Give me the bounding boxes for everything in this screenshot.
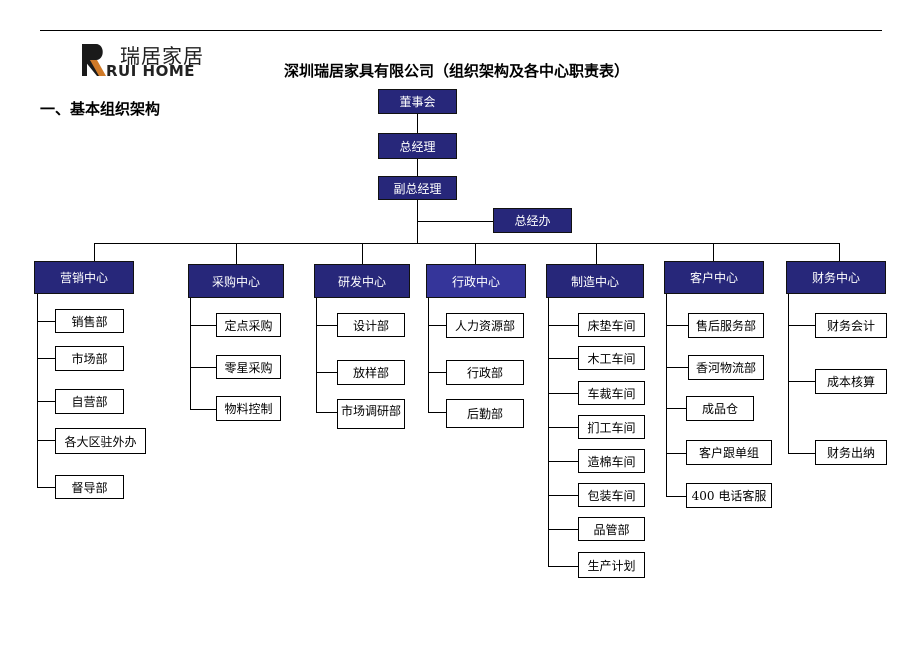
connector (548, 495, 578, 496)
dept-market-research: 市场调研部 (337, 399, 405, 429)
dept-mattress-workshop: 床垫车间 (578, 313, 645, 337)
connector (37, 321, 55, 322)
center-finance: 财务中心 (786, 261, 886, 294)
dept-designated-purchasing: 定点采购 (216, 313, 281, 337)
header-rule (40, 30, 882, 31)
logo-text-cn: 瑞居家居 (120, 44, 204, 68)
dept-production-planning: 生产计划 (578, 552, 645, 578)
connector (190, 367, 216, 368)
logo-text-en: RUI HOME (106, 62, 196, 80)
dept-regional-offices: 各大区驻外办 (55, 428, 146, 454)
connector (788, 381, 815, 382)
connector (548, 566, 578, 567)
node-board: 董事会 (378, 89, 457, 114)
connector (666, 294, 667, 496)
connector (316, 325, 337, 326)
connector (548, 427, 578, 428)
dept-misc-purchasing: 零星采购 (216, 355, 281, 379)
dept-cotton-workshop: 造棉车间 (578, 449, 645, 473)
connector (236, 243, 237, 264)
connector (316, 412, 337, 413)
center-purchasing: 采购中心 (188, 264, 284, 298)
node-gm-office: 总经办 (493, 208, 572, 233)
connector (548, 358, 578, 359)
dept-material-control: 物料控制 (216, 396, 281, 421)
center-rnd: 研发中心 (314, 264, 410, 298)
connector (190, 409, 216, 410)
connector (37, 401, 55, 402)
connector (788, 294, 789, 454)
dept-after-sales: 售后服务部 (688, 313, 764, 338)
connector (596, 243, 597, 264)
connector (666, 453, 686, 454)
connector (666, 367, 688, 368)
dept-market: 市场部 (55, 346, 124, 371)
dept-supervision: 督导部 (55, 475, 124, 499)
connector (316, 372, 337, 373)
connector (417, 114, 418, 133)
connector (713, 243, 714, 261)
connector (666, 325, 688, 326)
connector (666, 496, 686, 497)
dept-400-hotline: 400 电话客服 (686, 483, 772, 508)
connector (362, 243, 363, 264)
dept-cutting-sewing-workshop: 车裁车间 (578, 381, 645, 405)
dept-administration: 行政部 (446, 360, 524, 385)
section-heading: 一、基本组织架构 (40, 100, 161, 118)
connector (428, 298, 429, 412)
connector (417, 221, 493, 222)
dept-woodwork-workshop: 木工车间 (578, 346, 645, 370)
connector (788, 325, 815, 326)
connector (548, 393, 578, 394)
dept-cost-accounting: 成本核算 (815, 369, 887, 394)
dept-quality-control: 品管部 (578, 517, 645, 541)
connector (548, 529, 578, 530)
connector (428, 325, 446, 326)
center-manufacturing: 制造中心 (546, 264, 644, 298)
dept-cashier: 财务出纳 (815, 440, 887, 465)
dept-finished-goods-warehouse: 成品仓 (686, 396, 754, 421)
node-deputy-general-manager: 副总经理 (378, 176, 457, 200)
dept-financial-accounting: 财务会计 (815, 313, 887, 338)
dept-design: 设计部 (337, 313, 405, 337)
connector (417, 159, 418, 176)
dept-logistics-support: 后勤部 (446, 399, 524, 428)
node-general-manager: 总经理 (378, 133, 457, 159)
dept-human-resources: 人力资源部 (446, 313, 524, 338)
dept-self-operated: 自营部 (55, 389, 124, 414)
connector (190, 298, 191, 409)
page-title: 深圳瑞居家具有限公司（组织架构及各中心职责表） (284, 62, 630, 80)
connector (428, 412, 446, 413)
connector (788, 453, 815, 454)
connector (475, 243, 476, 264)
connector (428, 372, 446, 373)
center-customer: 客户中心 (664, 261, 764, 294)
connector (548, 298, 549, 566)
dept-xianghe-logistics: 香河物流部 (688, 355, 764, 380)
connector (94, 243, 840, 244)
dept-packaging-workshop: 包装车间 (578, 483, 645, 507)
dept-sales: 销售部 (55, 309, 124, 333)
connector (548, 461, 578, 462)
connector (37, 487, 55, 488)
connector (316, 298, 317, 412)
connector (94, 243, 95, 261)
connector (37, 294, 38, 487)
dept-sampling: 放样部 (337, 360, 405, 385)
connector (190, 325, 216, 326)
dept-upholstery-workshop: 扪工车间 (578, 415, 645, 439)
dept-order-followup: 客户跟单组 (686, 440, 772, 465)
center-marketing: 营销中心 (34, 261, 134, 294)
company-logo: 瑞居家居 RUI HOME (78, 40, 223, 82)
connector (839, 243, 840, 261)
center-admin: 行政中心 (426, 264, 526, 298)
connector (37, 358, 55, 359)
logo-r-icon (82, 44, 106, 76)
connector (37, 440, 55, 441)
connector (666, 408, 686, 409)
connector (548, 325, 578, 326)
